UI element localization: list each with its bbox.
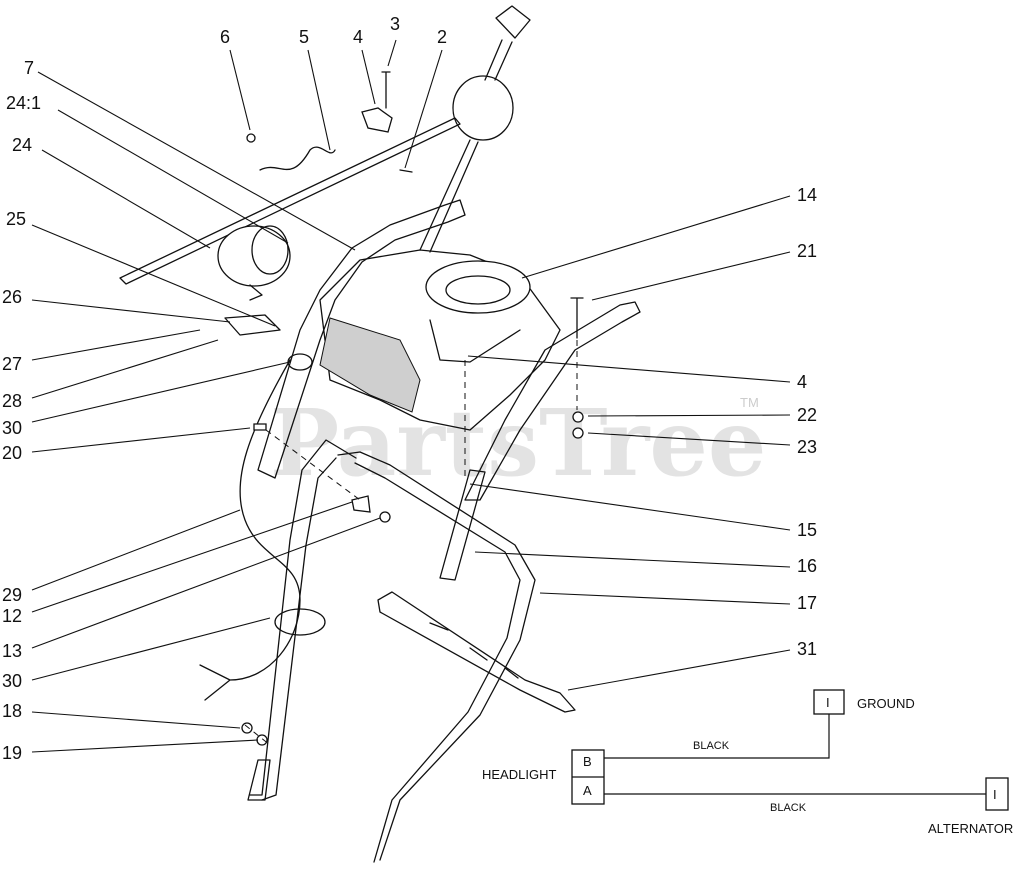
headlight-label: HEADLIGHT <box>482 767 556 782</box>
control-knob <box>452 75 514 141</box>
callout-17: 17 <box>797 593 817 613</box>
callout-2: 2 <box>437 27 447 47</box>
decal <box>319 317 421 413</box>
ground-pin: I <box>826 695 830 710</box>
headlight-24 <box>217 225 291 287</box>
bolt-3 <box>381 71 391 109</box>
nut-6 <box>246 133 256 143</box>
alternator-label: ALTERNATOR <box>928 821 1013 836</box>
handle-tube-16 <box>439 469 486 581</box>
callout-25: 25 <box>6 209 26 229</box>
handle-assembly-drawing <box>119 5 641 863</box>
callout-labels: 6 5 4 3 2 7 24:1 24 25 26 27 28 30 20 29… <box>2 14 817 763</box>
lower-handle-left <box>249 439 357 801</box>
grip-31 <box>377 591 576 713</box>
wiring-schematic: B A HEADLIGHT I GROUND I ALTERNATOR BLAC… <box>482 689 1013 836</box>
watermark-text: PartsTree <box>270 389 766 497</box>
callout-22: 22 <box>797 405 817 425</box>
callout-18: 18 <box>2 701 22 721</box>
alternator-terminal <box>985 777 1009 811</box>
nut-23 <box>572 427 584 439</box>
callout-28: 28 <box>2 391 22 411</box>
callout-6: 6 <box>220 27 230 47</box>
nut-13 <box>379 511 391 523</box>
callout-4-top: 4 <box>353 27 363 47</box>
bracket-4 <box>361 107 393 133</box>
callout-14: 14 <box>797 185 817 205</box>
bolt-21 <box>570 297 584 339</box>
wire-top-label: BLACK <box>693 740 730 752</box>
callout-7: 7 <box>24 58 34 78</box>
wire-tie-30 <box>274 608 326 636</box>
callout-30-bottom: 30 <box>2 671 22 691</box>
callout-27: 27 <box>2 354 22 374</box>
knob-12 <box>351 495 371 513</box>
lower-handle-left-bottom <box>247 759 271 801</box>
callout-5: 5 <box>299 27 309 47</box>
pin-b: B <box>583 754 592 769</box>
watermark-tm: TM <box>740 395 759 410</box>
bolt-18 <box>241 722 253 734</box>
callout-3: 3 <box>390 14 400 34</box>
washer-19 <box>256 734 268 746</box>
wire-b-to-ground <box>604 714 830 759</box>
callout-26: 26 <box>2 287 22 307</box>
callout-24: 24 <box>12 135 32 155</box>
callout-16: 16 <box>797 556 817 576</box>
callout-29: 29 <box>2 585 22 605</box>
upper-handle-left <box>257 199 466 479</box>
callout-21: 21 <box>797 241 817 261</box>
callout-13: 13 <box>2 641 22 661</box>
lower-handle-right <box>337 451 536 863</box>
rod-5 <box>119 117 461 285</box>
leader-lines <box>31 39 791 753</box>
callout-4-right: 4 <box>797 372 807 392</box>
callout-23: 23 <box>797 437 817 457</box>
callout-12: 12 <box>2 606 22 626</box>
ground-label: GROUND <box>857 696 915 711</box>
wire-bottom-label: BLACK <box>770 802 807 814</box>
callout-24-1: 24:1 <box>6 93 41 113</box>
pin-a: A <box>583 783 592 798</box>
callout-15: 15 <box>797 520 817 540</box>
bolt-20 <box>253 423 267 431</box>
bolt-2 <box>399 169 413 173</box>
upper-handle-right <box>464 301 641 501</box>
washer-22 <box>572 411 584 423</box>
callout-20: 20 <box>2 443 22 463</box>
callout-19: 19 <box>2 743 22 763</box>
callout-31: 31 <box>797 639 817 659</box>
alternator-pin: I <box>993 787 997 802</box>
boot-14 <box>425 260 531 314</box>
callout-30-top: 30 <box>2 418 22 438</box>
